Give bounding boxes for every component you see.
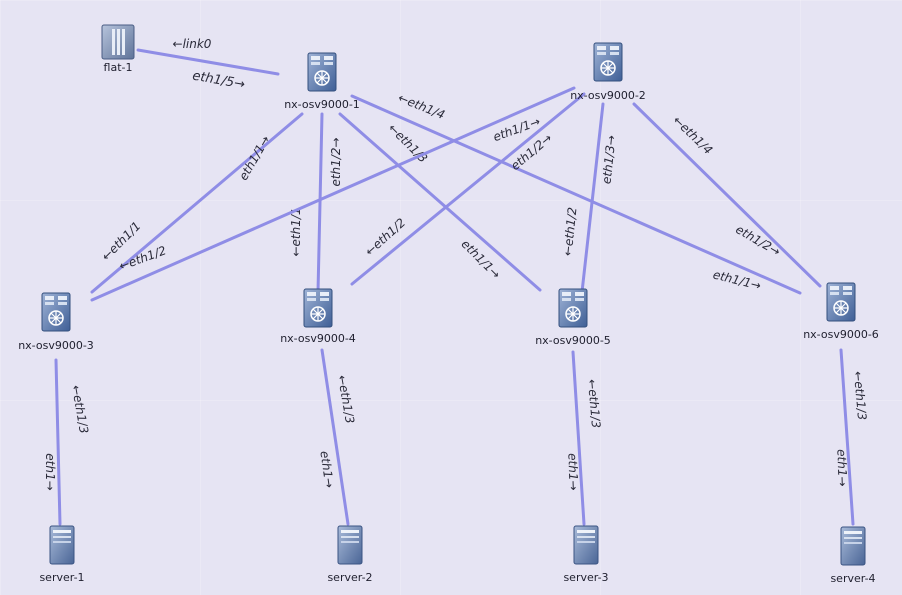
node-label: nx-osv9000-2 [570, 89, 646, 102]
link-line[interactable] [350, 94, 802, 295]
node-server-1[interactable] [49, 525, 75, 569]
link-from-label: ←eth1/3 [851, 371, 869, 421]
node-flat-1[interactable] [101, 24, 135, 64]
server-icon [840, 526, 866, 570]
link-line[interactable] [136, 48, 280, 76]
link-line[interactable] [320, 348, 350, 526]
link-flat-1-nx-osv9000-1[interactable]: ←link0 eth1/5→ [136, 37, 280, 93]
node-label: flat-1 [103, 61, 133, 74]
link-from-label: ←eth1/3 [69, 384, 91, 435]
link-from-label: eth1/3→ [599, 134, 618, 184]
node-label: server-2 [327, 571, 373, 584]
link-from-label: eth1/1→ [236, 133, 273, 182]
link-nx-osv9000-2-nx-osv9000-5[interactable]: eth1/3→ ←eth1/2 [560, 102, 619, 294]
node-nx-osv9000-4[interactable] [303, 288, 333, 332]
node-label: nx-osv9000-6 [803, 328, 879, 341]
server-icon [337, 525, 363, 569]
link-from-label: eth1/2→ [329, 137, 343, 186]
node-label: nx-osv9000-3 [18, 339, 94, 352]
server-icon [573, 525, 599, 569]
link-line[interactable] [338, 112, 542, 292]
node-label: nx-osv9000-1 [284, 98, 360, 111]
link-line[interactable] [54, 358, 62, 526]
node-nx-osv9000-6[interactable] [826, 282, 856, 326]
node-label: server-1 [39, 571, 85, 584]
switch-icon [307, 52, 337, 96]
link-to-label: eth1→ [834, 449, 849, 487]
link-from-label: ←eth1/4 [670, 113, 715, 157]
external-connector-icon [101, 24, 135, 64]
link-nx-osv9000-2-nx-osv9000-3[interactable]: eth1/1→ ←eth1/2 [90, 86, 576, 302]
link-nx-osv9000-4-server-2[interactable]: ←eth1/3 eth1→ [317, 348, 357, 526]
link-from-label: ←link0 [173, 37, 212, 51]
node-server-2[interactable] [337, 525, 363, 569]
link-to-label: eth1→ [317, 450, 336, 489]
switch-icon [558, 288, 588, 332]
link-to-label: eth1→ [565, 453, 580, 491]
link-nx-osv9000-1-nx-osv9000-4[interactable]: eth1/2→ ←eth1/1 [289, 112, 343, 294]
link-from-label: ←eth1/3 [585, 379, 603, 429]
node-label: nx-osv9000-4 [280, 332, 356, 345]
link-line[interactable] [350, 92, 586, 286]
link-nx-osv9000-6-server-4[interactable]: ←eth1/3 eth1→ [834, 348, 869, 526]
link-to-label: ←eth1/1 [289, 207, 303, 256]
link-to-label: ←eth1/2 [362, 215, 408, 258]
node-server-3[interactable] [573, 525, 599, 569]
node-nx-osv9000-3[interactable] [41, 292, 71, 336]
link-line[interactable] [839, 348, 855, 526]
node-label: server-3 [563, 571, 609, 584]
switch-icon [826, 282, 856, 326]
link-line[interactable] [580, 102, 605, 294]
link-to-label: eth1/5→ [191, 69, 246, 93]
link-to-label: eth1→ [43, 453, 57, 490]
link-to-label: ←eth1/2 [560, 206, 579, 256]
link-from-label: ←eth1/3 [335, 374, 357, 425]
switch-icon [41, 292, 71, 336]
link-nx-osv9000-1-nx-osv9000-6[interactable]: ←eth1/4 eth1/1→ [350, 91, 802, 295]
node-label: server-4 [830, 572, 876, 585]
link-to-label: eth1/1→ [711, 267, 762, 292]
switch-icon [303, 288, 333, 332]
node-nx-osv9000-1[interactable] [307, 52, 337, 96]
link-nx-osv9000-3-server-1[interactable]: ←eth1/3 eth1→ [43, 358, 91, 526]
link-line[interactable] [90, 112, 304, 294]
node-server-4[interactable] [840, 526, 866, 570]
server-icon [49, 525, 75, 569]
link-line[interactable] [571, 350, 586, 526]
node-nx-osv9000-5[interactable] [558, 288, 588, 332]
link-line[interactable] [90, 86, 576, 302]
link-line[interactable] [632, 102, 822, 288]
node-nx-osv9000-2[interactable] [593, 42, 623, 86]
node-label: nx-osv9000-5 [535, 334, 611, 347]
link-line[interactable] [316, 112, 324, 294]
link-nx-osv9000-5-server-3[interactable]: ←eth1/3 eth1→ [565, 350, 603, 526]
link-to-label: eth1/1→ [459, 237, 504, 282]
switch-icon [593, 42, 623, 86]
